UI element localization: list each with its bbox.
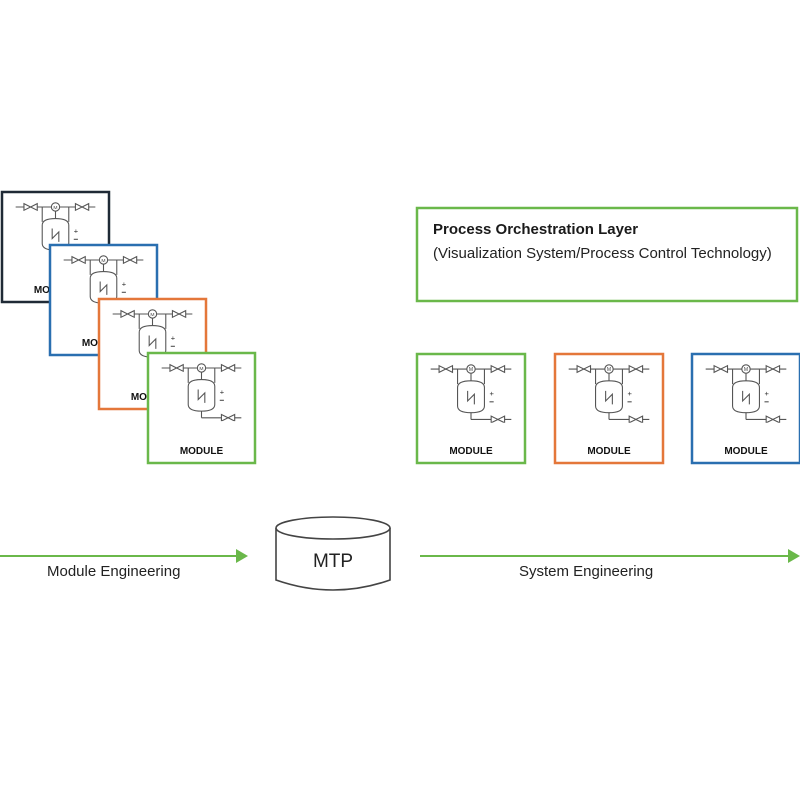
module-card-row-1: MODULE <box>553 352 665 465</box>
mtp-label: MTP <box>313 551 353 572</box>
mtp-cylinder: MTP <box>275 516 391 591</box>
module-label: MODULE <box>724 446 768 457</box>
module-row: MODULE MODULE MODULE <box>415 352 800 465</box>
module-label: MODULE <box>587 446 631 457</box>
module-card-stack-3: MODULE <box>146 351 257 465</box>
module-card-row-0: MODULE <box>415 352 527 465</box>
orchestration-title: Process Orchestration Layer <box>433 221 638 238</box>
module-label: MODULE <box>180 446 224 457</box>
system-engineering-arrow <box>420 549 800 563</box>
module-engineering-label: Module Engineering <box>47 563 180 580</box>
system-engineering-label: System Engineering <box>519 563 653 580</box>
orchestration-subtitle: (Visualization System/Process Control Te… <box>433 245 772 262</box>
orchestration-layer-box <box>415 206 799 303</box>
module-engineering-arrow <box>0 549 248 563</box>
module-card-row-2: MODULE <box>690 352 800 465</box>
module-label: MODULE <box>449 446 493 457</box>
